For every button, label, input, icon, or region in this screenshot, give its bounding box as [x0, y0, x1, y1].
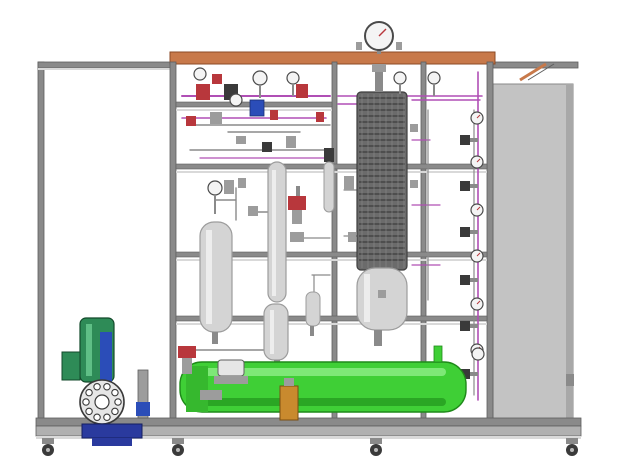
pressure-gauge-icon	[470, 203, 484, 217]
storage-tank	[179, 345, 467, 413]
pump-bolt	[103, 383, 111, 391]
pump-icon	[79, 379, 125, 425]
pump-bolt	[82, 398, 90, 406]
pump-bolt	[85, 388, 93, 397]
tank-fittings	[178, 346, 485, 421]
pressure-gauge-icon	[229, 93, 243, 107]
pressure-gauge-icon	[471, 347, 485, 361]
valve-icon	[460, 369, 478, 379]
pump-assembly	[61, 317, 150, 446]
middle-fittings	[207, 148, 356, 242]
pump-bolt	[103, 413, 111, 421]
pressure-gauge-icon	[207, 180, 223, 214]
base-rails	[35, 417, 582, 439]
heat-exchanger-fins	[359, 94, 405, 268]
small-cylinder	[305, 161, 335, 336]
caster-wheels	[42, 438, 578, 456]
upper-manifold	[186, 67, 324, 152]
valve-icon	[460, 227, 478, 237]
valve-icon	[460, 275, 478, 285]
caster-wheel-icon	[370, 438, 382, 456]
valve-icon	[460, 321, 478, 331]
pressure-gauge-icon	[193, 67, 207, 81]
valve-icon	[460, 135, 478, 145]
pump-bolt	[114, 398, 122, 406]
pump-bolt	[85, 407, 93, 416]
valve-icon	[279, 385, 299, 421]
pressure-gauge-icon	[286, 71, 300, 96]
pump-bolt	[111, 407, 119, 416]
caster-wheel-icon	[172, 438, 184, 456]
instrument-column	[460, 111, 484, 379]
pressure-gauge-icon	[470, 155, 484, 169]
tall-column	[263, 161, 289, 370]
valve-icon	[178, 346, 196, 358]
pump-bolt	[93, 383, 101, 391]
caster-wheel-icon	[566, 438, 578, 456]
pressure-gauge-icon	[356, 21, 402, 54]
pressure-gauge-icon	[427, 71, 441, 96]
pressure-gauge-icon	[470, 297, 484, 311]
pressure-gauge-icon	[470, 249, 484, 263]
main-frame	[169, 51, 496, 423]
pump-bolt	[93, 413, 101, 421]
valve-icon	[460, 181, 478, 191]
valve-icon	[288, 196, 306, 210]
heat-exchanger	[356, 64, 441, 346]
caster-wheel-icon	[42, 438, 54, 456]
valve-icon	[249, 99, 265, 117]
side-panel	[492, 61, 579, 425]
left-vessel	[199, 221, 233, 344]
pressure-gauge-icon	[252, 70, 268, 98]
pressure-gauge-icon	[393, 71, 407, 94]
pump-bolt	[111, 388, 119, 397]
pressure-gauge-icon	[470, 111, 484, 125]
